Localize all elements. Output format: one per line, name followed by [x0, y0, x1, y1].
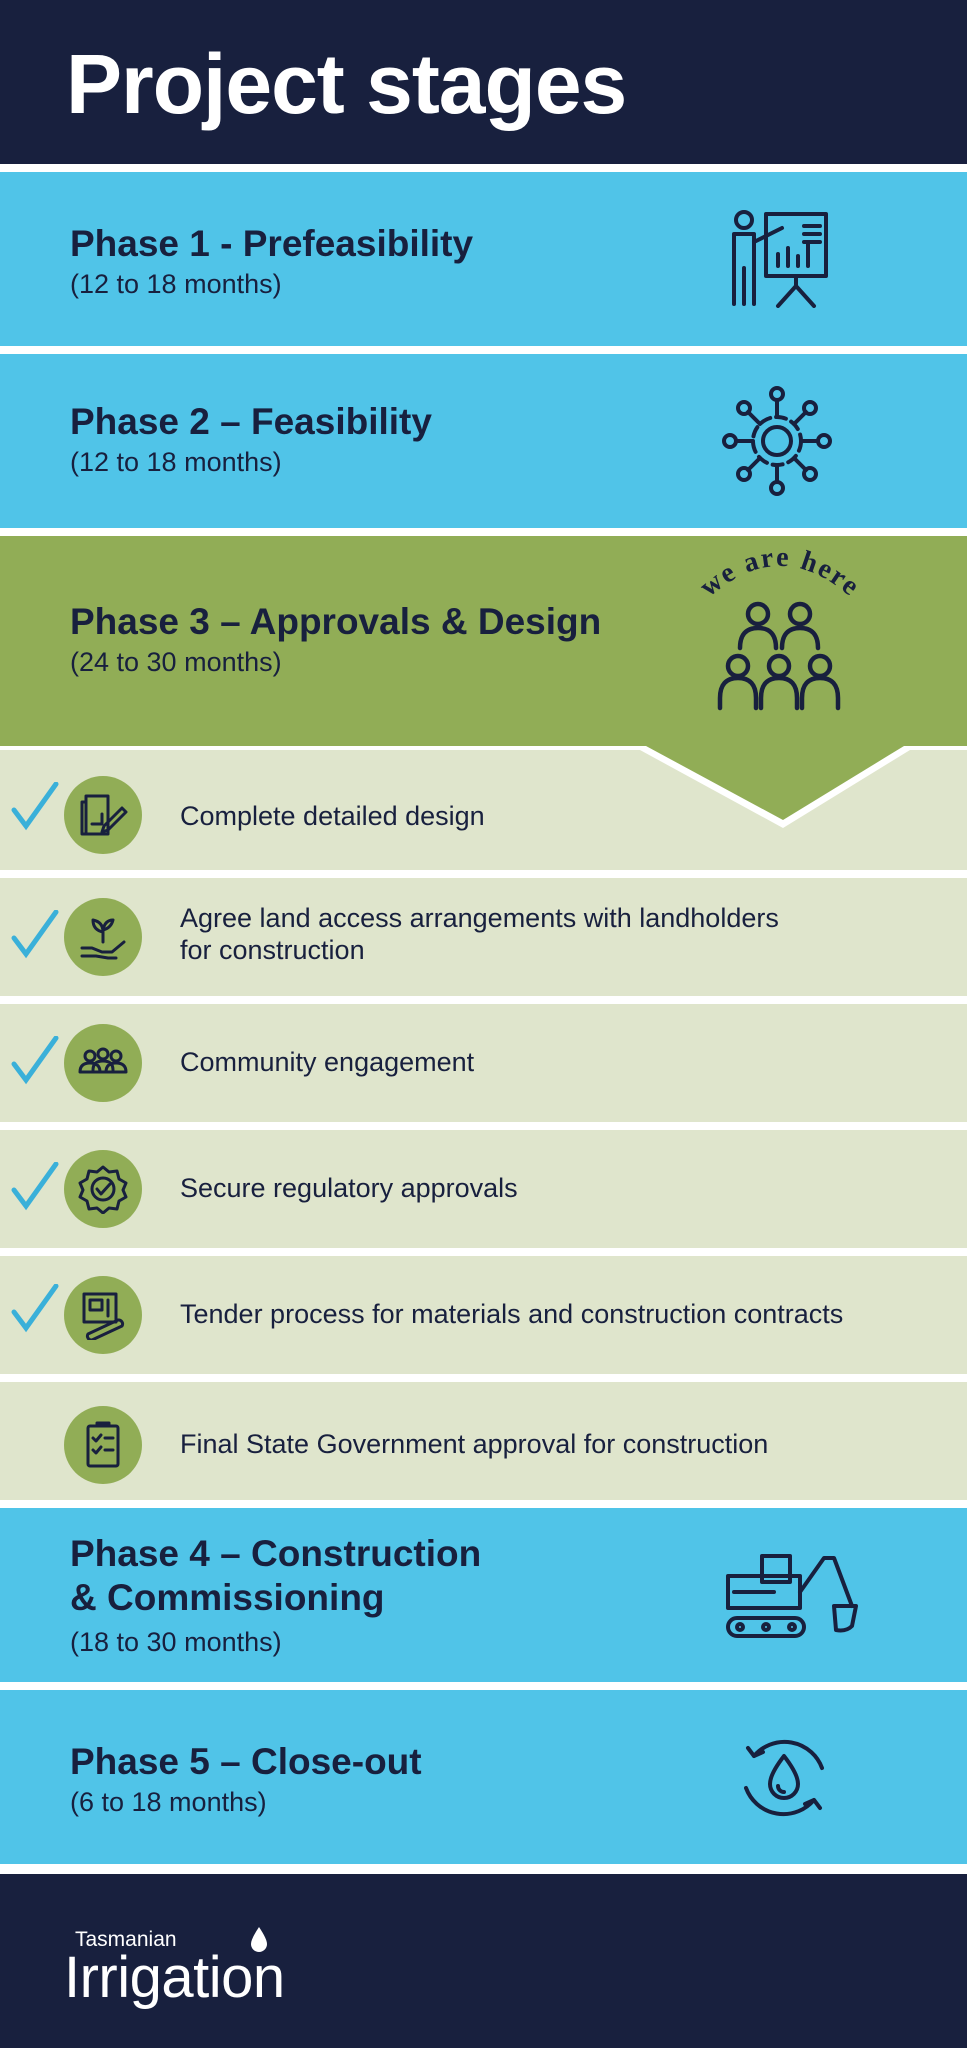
phase-4-title-line-1: Phase 4 – Construction	[70, 1533, 482, 1574]
phase-4-duration: (18 to 30 months)	[70, 1627, 282, 1657]
phase-5-band: Phase 5 – Close-out (6 to 18 months)	[0, 1690, 967, 1864]
community-icon	[78, 1047, 128, 1074]
task-icon-circle	[64, 1276, 142, 1354]
phase-4-title: Phase 4 – Construction & Commissioning	[70, 1532, 481, 1620]
task-label-5: Tender process for materials and constru…	[180, 1299, 844, 1329]
check-icon	[11, 1036, 59, 1085]
task-label-2-line-1: Agree land access arrangements with land…	[180, 903, 779, 933]
task-label-1: Complete detailed design	[180, 801, 485, 831]
task-icon-circle	[64, 776, 142, 854]
task-label-4: Secure regulatory approvals	[180, 1173, 518, 1203]
check-icon	[11, 910, 59, 959]
task-icon-circle	[64, 898, 142, 976]
approval-seal-icon	[78, 1165, 128, 1214]
task-label-6: Final State Government approval for cons…	[180, 1429, 769, 1459]
water-cycle-icon	[744, 1739, 824, 1817]
phase-4-band: Phase 4 – Construction & Commissioning (…	[0, 1508, 967, 1682]
logo-text-big: Irrigation	[64, 1945, 285, 2010]
hand-plant-icon	[80, 918, 126, 960]
header-band: Project stages	[0, 0, 967, 164]
we-are-here-badge: we are here	[694, 542, 867, 603]
check-icon	[11, 782, 59, 831]
check-icon	[11, 1162, 59, 1211]
task-row-3: Community engagement	[0, 1004, 967, 1122]
task-row-1: Complete detailed design	[0, 746, 967, 870]
phase-3-band: Phase 3 – Approvals & Design (24 to 30 m…	[0, 536, 967, 746]
plans-icon	[82, 1292, 125, 1340]
check-icon	[11, 1284, 59, 1333]
phase-1-title: Phase 1 - Prefeasibility	[70, 223, 474, 264]
presentation-chart-icon	[732, 210, 828, 308]
phase-3-title: Phase 3 – Approvals & Design	[70, 601, 602, 642]
group-people-icon	[717, 601, 841, 711]
task-row-2: Agree land access arrangements with land…	[0, 878, 967, 996]
phase-3-pointer	[0, 746, 967, 828]
task-row-4: Secure regulatory approvals	[0, 1130, 967, 1248]
excavator-icon	[726, 1554, 858, 1638]
phase-2-duration: (12 to 18 months)	[70, 447, 282, 477]
blueprint-pencil-icon	[80, 794, 128, 836]
we-are-here-label: we are here	[694, 542, 865, 603]
phase-5-duration: (6 to 18 months)	[70, 1787, 267, 1817]
phase-4-title-line-2: & Commissioning	[70, 1577, 385, 1618]
task-icon-circle	[64, 1406, 142, 1484]
task-row-5: Tender process for materials and constru…	[0, 1256, 967, 1374]
phase-2-band: Phase 2 – Feasibility (12 to 18 months)	[0, 354, 967, 528]
task-label-3: Community engagement	[180, 1047, 475, 1077]
task-label-2-line-2: for construction	[180, 935, 365, 965]
phase-3-duration: (24 to 30 months)	[70, 647, 282, 677]
clipboard-check-icon	[86, 1421, 120, 1468]
phase-5-title: Phase 5 – Close-out	[70, 1741, 422, 1782]
page-title: Project stages	[66, 37, 627, 131]
phase-1-duration: (12 to 18 months)	[70, 269, 282, 299]
logo-text-small: Tasmanian	[75, 1928, 177, 1951]
task-label-2: Agree land access arrangements with land…	[180, 902, 779, 966]
task-icon-circle	[64, 1150, 142, 1228]
svg-text:we are here: we are here	[694, 542, 867, 603]
task-icon-circle	[64, 1024, 142, 1102]
network-gear-icon	[722, 386, 832, 496]
phase-2-title: Phase 2 – Feasibility	[70, 401, 432, 442]
footer-band	[0, 1874, 967, 2048]
water-drop-logo-icon	[251, 1927, 267, 1952]
task-row-6: Final State Government approval for cons…	[0, 1382, 967, 1500]
phase-1-band: Phase 1 - Prefeasibility (12 to 18 month…	[0, 172, 967, 346]
